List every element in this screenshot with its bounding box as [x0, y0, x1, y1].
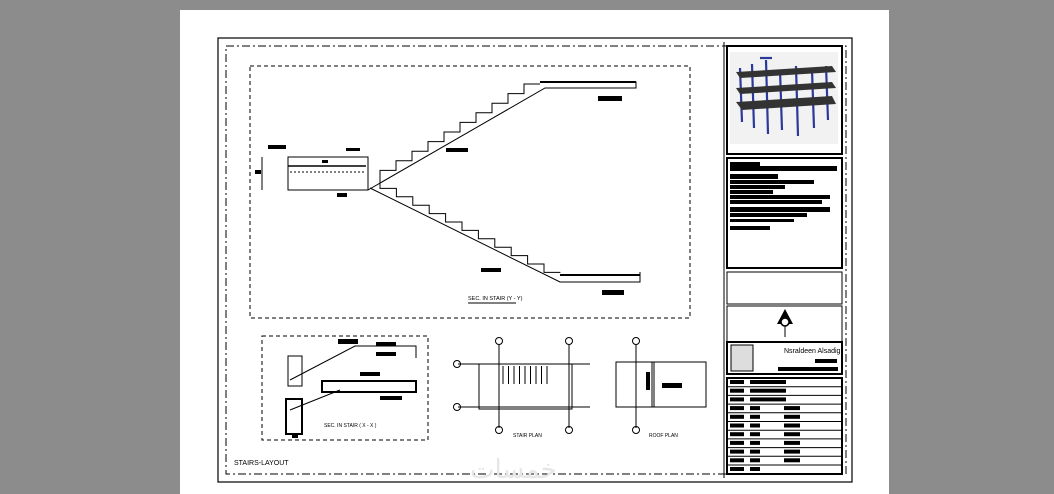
designer-logo — [730, 344, 754, 372]
designer-name: Nsraldeen Alsadig — [784, 348, 841, 355]
roof-plan-title: ROOF PLAN — [649, 433, 678, 439]
watermark: خمسات — [470, 455, 557, 485]
section-yy-frame — [249, 65, 691, 319]
outer-border — [217, 37, 853, 483]
section-yy-title: SEC. IN STAIR (Y - Y) — [468, 296, 523, 302]
notes-block — [730, 162, 837, 230]
roof-plan-drawing — [615, 337, 707, 434]
section-xx-tags — [292, 339, 402, 438]
section-xx-title: SEC. IN STAIR ( X - X ) — [324, 423, 377, 429]
dimension-tags — [255, 96, 624, 295]
north-arrow-icon — [777, 309, 793, 337]
stair-plan-drawing — [453, 337, 590, 434]
title-block — [723, 42, 843, 478]
drawing-title: STAIRS-LAYOUT — [234, 460, 289, 467]
section-xx-frame — [261, 335, 429, 441]
building-3d-thumbnail — [730, 52, 838, 144]
title-block-table — [727, 377, 842, 471]
section-yy-drawing — [261, 81, 641, 283]
inner-border — [225, 45, 847, 475]
stair-plan-title: STAIR PLAN — [513, 433, 542, 439]
section-xx-drawing — [285, 345, 417, 435]
